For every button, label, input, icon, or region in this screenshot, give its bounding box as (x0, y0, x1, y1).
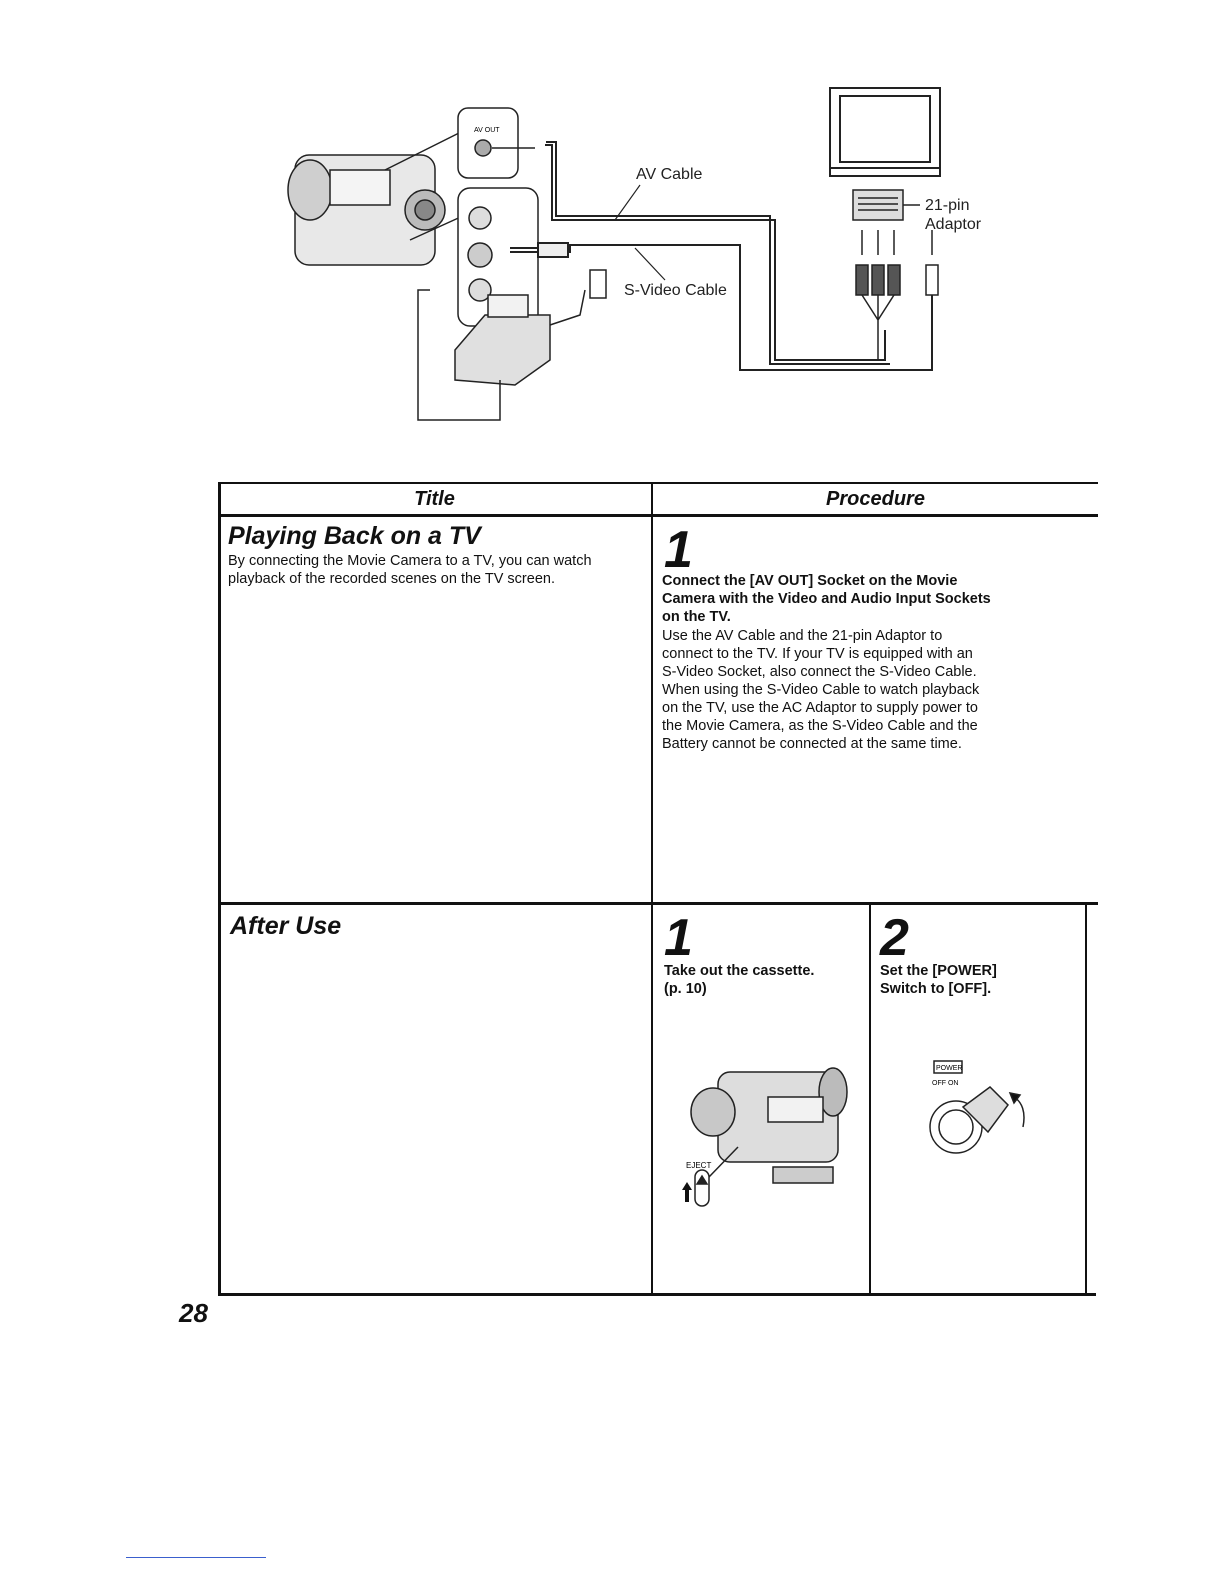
av-cable-pointer (614, 184, 641, 221)
footer-rule (126, 1557, 266, 1558)
after-use-step2-number: 2 (880, 909, 909, 967)
connection-diagram: AV OUT (270, 80, 1010, 440)
playback-step-body-7: Battery cannot be connected at the same … (662, 736, 962, 752)
section-after-use-title: After Use (230, 912, 342, 940)
table-bottom-rule (218, 1293, 1096, 1296)
eject-label: EJECT (686, 1161, 711, 1170)
step-divider (869, 904, 871, 1294)
table-top-rule (218, 482, 1098, 484)
adaptor-label-line2: Adaptor (925, 216, 982, 233)
svideo-cable-label: S-Video Cable (624, 282, 727, 299)
playback-step-body-4: When using the S-Video Cable to watch pl… (662, 682, 980, 698)
after-use-step2-line1: Set the [POWER] (880, 963, 997, 979)
playback-step-body-2: connect to the TV. If your TV is equippe… (662, 646, 973, 662)
power-switch-positions: OFF ON (932, 1080, 958, 1087)
playback-step-heading-1: Connect the [AV OUT] Socket on the Movie (662, 573, 958, 589)
playback-step-heading-3: on the TV. (662, 609, 731, 625)
section-divider (218, 902, 1098, 905)
power-switch-label: POWER (936, 1065, 962, 1072)
table-left-rule (218, 482, 221, 1296)
tv-icon (829, 87, 941, 177)
camcorder-icon (287, 129, 466, 266)
scart-adaptor-icon (852, 189, 920, 221)
after-use-step1-number: 1 (664, 909, 693, 967)
playback-step-body-6: the Movie Camera, as the S-Video Cable a… (662, 718, 978, 734)
adaptor-label-line1: 21-pin (925, 197, 970, 214)
playback-step-body-5: on the TV, use the AC Adaptor to supply … (662, 700, 978, 716)
title-column-header: Title (414, 488, 455, 510)
playback-step-body-3: S-Video Socket, also connect the S-Video… (662, 664, 977, 680)
power-switch-icon: POWER OFF ON (929, 1060, 1025, 1154)
after-use-step2-line2: Switch to [OFF]. (880, 981, 992, 997)
section-playback-description: By connecting the Movie Camera to a TV, … (228, 553, 592, 587)
av-out-callout (457, 107, 535, 179)
column-divider (651, 482, 653, 1296)
playback-step-body-1: Use the AV Cable and the 21-pin Adaptor … (662, 628, 943, 644)
ac-adaptor-icon (417, 269, 607, 421)
playback-step-heading-2: Camera with the Video and Audio Input So… (662, 591, 991, 607)
av-out-jack-label: AV OUT (474, 127, 500, 134)
av-cable-label: AV Cable (636, 166, 703, 183)
procedure-column-header: Procedure (826, 488, 925, 510)
plug-icon (855, 230, 939, 360)
svideo-cable (510, 242, 933, 371)
instruction-table: Title Procedure Playing Back on a TV By … (218, 482, 1098, 1296)
connection-diagram-svg: AV OUT (287, 87, 941, 421)
section-playback-title: Playing Back on a TV (228, 522, 481, 550)
playback-step-number: 1 (664, 521, 693, 579)
after-use-step1-line1: Take out the cassette. (664, 963, 815, 979)
page-number: 28 (179, 1298, 208, 1328)
right-edge-rule (1085, 904, 1087, 1294)
camcorder-eject-icon: EJECT (682, 1067, 848, 1207)
after-use-step1-line2: (p. 10) (664, 981, 707, 997)
header-rule (218, 514, 1098, 517)
jack-panel-callout (457, 187, 539, 327)
av-cable (545, 141, 890, 365)
svideo-cable-pointer (634, 247, 666, 281)
